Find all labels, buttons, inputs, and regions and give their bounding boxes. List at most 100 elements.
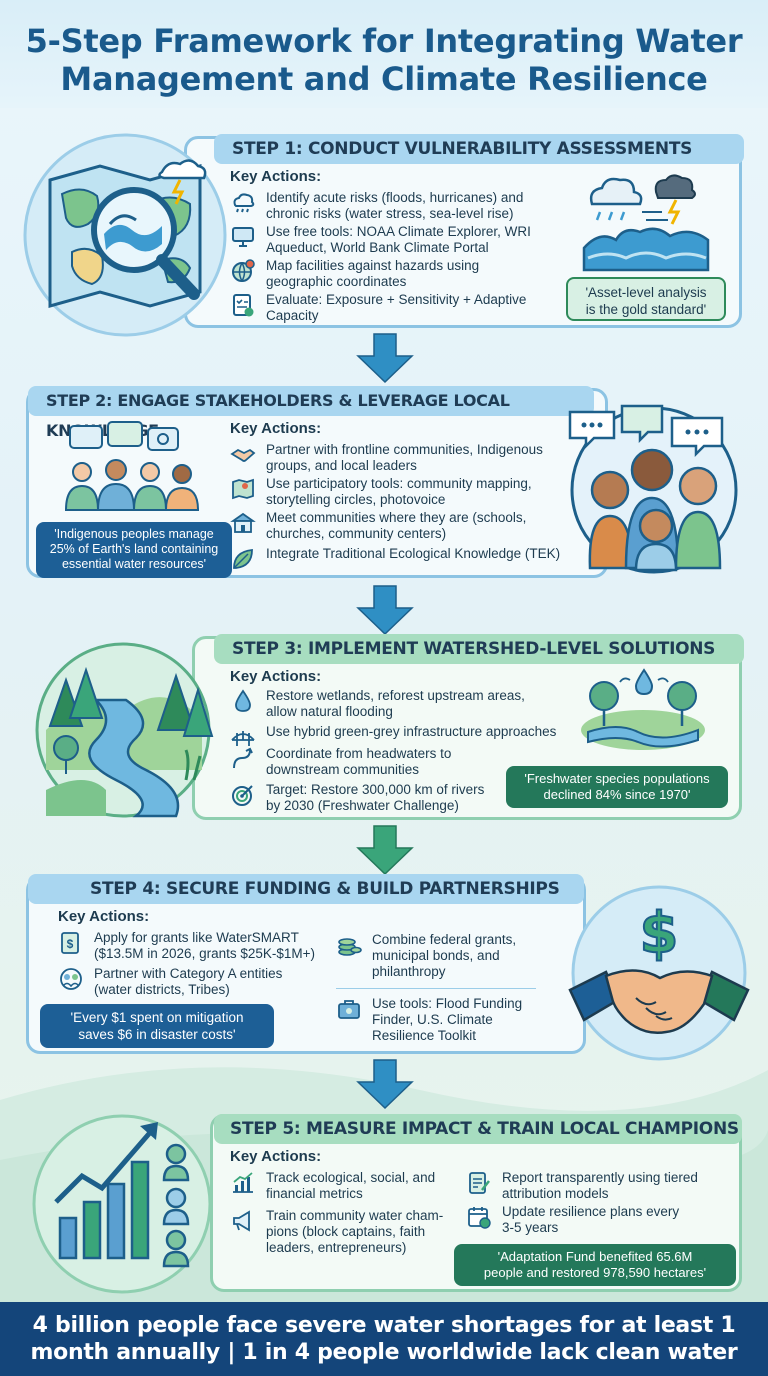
step-1-action-2: Use free tools: NOAA Climate Explorer, W…	[230, 224, 550, 256]
step-5-action-3-line-2: attribution models	[502, 1186, 609, 1201]
step-4-action-1-line-2: ($13.5M in 2026, grants $25K-$1M+)	[94, 946, 316, 961]
step-2-action-4-line-1: Integrate Traditional Ecological Knowled…	[266, 546, 561, 561]
footer-banner: 4 billion people face severe water short…	[0, 1302, 768, 1376]
step-3-action-1-line-1: Restore wetlands, reforest upstream area…	[266, 688, 525, 703]
globe-pin-icon	[230, 258, 258, 286]
map-icon	[230, 476, 258, 504]
step-3-action-2-line-1: Use hybrid green-grey infrastructure app…	[266, 724, 557, 739]
step-2-action-2-line-2: storytelling circles, photovoice	[266, 492, 446, 507]
step-5-action-1-line-2: financial metrics	[266, 1186, 363, 1201]
river-trees-illustration	[578, 666, 708, 752]
step-3-action-4-line-1: Target: Restore 300,000 km of rivers	[266, 782, 485, 797]
step-3-key-actions-label: Key Actions:	[230, 668, 322, 685]
step-2-action-2-line-1: Use participatory tools: community mappi…	[266, 476, 532, 491]
step-2-key-actions-label: Key Actions:	[230, 420, 322, 437]
step-2-heading: STEP 2: ENGAGE STAKEHOLDERS & LEVERAGE L…	[28, 386, 594, 440]
step-3-action-1-line-2: allow natural flooding	[266, 704, 393, 719]
bridge-icon	[230, 724, 258, 752]
step-1-action-4-line-1: Evaluate: Exposure + Sensitivity + Adapt…	[266, 292, 527, 307]
step-1-key-actions-label: Key Actions:	[230, 168, 322, 185]
step-4-action-4-line-3: Resilience Toolkit	[372, 1028, 477, 1043]
step-3-action-4: Target: Restore 300,000 km of rivers by …	[230, 782, 570, 814]
step-2-action-1: Partner with frontline communities, Indi…	[230, 442, 570, 474]
step-3-action-3: Coordinate from headwaters to downstream…	[230, 746, 570, 778]
step-2-action-3: Meet communities where they are (schools…	[230, 510, 570, 542]
step-5-action-3-line-1: Report transparently using tiered	[502, 1170, 698, 1185]
step-1-action-4: Evaluate: Exposure + Sensitivity + Adapt…	[230, 292, 550, 324]
step-1-action-2-line-1: Use free tools: NOAA Climate Explorer, W…	[266, 224, 531, 239]
step-2-action-1-line-1: Partner with frontline communities, Indi…	[266, 442, 543, 457]
step-4-action-2: Partner with Category A entities (water …	[58, 966, 338, 998]
down-arrow-3	[356, 825, 414, 876]
checklist-icon	[230, 292, 258, 320]
step-5-action-2-line-3: leaders, entrepreneurs)	[266, 1240, 407, 1255]
step-5-action-2-line-2: pions (block captains, faith	[266, 1224, 426, 1239]
step-2-action-2: Use participatory tools: community mappi…	[230, 476, 570, 508]
step-3-quote: 'Freshwater species populations declined…	[506, 766, 728, 808]
step-2-action-1-line-2: groups, and local leaders	[266, 458, 417, 473]
step-3-action-3-line-1: Coordinate from headwaters to	[266, 746, 452, 761]
step-3-quote-line-1: 'Freshwater species populations	[524, 771, 710, 786]
step-4-heading: STEP 4: SECURE FUNDING & BUILD PARTNERSH…	[28, 874, 584, 904]
growth-chart-people-illustration	[24, 1106, 220, 1296]
calendar-icon	[466, 1204, 494, 1232]
step-3-heading: STEP 3: IMPLEMENT WATERSHED-LEVEL SOLUTI…	[214, 634, 744, 664]
footer-line-2: month annually | 1 in 4 people worldwide…	[30, 1340, 738, 1365]
step-3-action-1: Restore wetlands, reforest upstream area…	[230, 688, 570, 720]
down-arrow-2	[356, 585, 414, 636]
bar-chart-icon	[230, 1170, 258, 1198]
step-1-action-2-line-2: Aqueduct, World Bank Climate Portal	[266, 240, 489, 255]
step-4-action-2-line-1: Partner with Category A entities	[94, 966, 283, 981]
stakeholders-illustration	[56, 420, 206, 516]
rain-cloud-icon	[230, 190, 258, 218]
water-drop-icon	[230, 688, 258, 716]
step-5-action-4: Update resilience plans every 3-5 years	[466, 1204, 728, 1236]
flow-arrow-icon	[230, 746, 258, 774]
coins-icon	[336, 932, 364, 960]
toolkit-icon	[336, 996, 364, 1024]
monitor-icon	[230, 224, 258, 252]
grant-document-icon: $	[58, 930, 86, 958]
step-4-action-1: $ Apply for grants like WaterSMART ($13.…	[58, 930, 338, 962]
step-2-action-3-line-1: Meet communities where they are (schools…	[266, 510, 527, 525]
school-icon	[230, 510, 258, 538]
step-4-action-3: Combine federal grants, municipal bonds,…	[336, 932, 556, 980]
step-2-action-4: Integrate Traditional Ecological Knowled…	[230, 546, 590, 569]
step-2-quote-line-2: 25% of Earth's land containing	[49, 542, 219, 556]
step-5-action-3: Report transparently using tiered attrib…	[466, 1170, 728, 1202]
storm-waves-illustration	[580, 170, 712, 272]
step-1-quote-line-1: 'Asset-level analysis	[585, 285, 707, 300]
step-1-action-1-line-2: chronic risks (water stress, sea-level r…	[266, 206, 514, 221]
target-icon	[230, 782, 258, 810]
step-1-action-3-line-2: geographic coordinates	[266, 274, 407, 289]
down-arrow-4	[356, 1059, 414, 1110]
step-5-quote-line-2: people and restored 978,590 hectares'	[483, 1265, 707, 1280]
step-5-action-4-line-2: 3-5 years	[502, 1220, 559, 1235]
step-4-action-4-line-2: Finder, U.S. Climate	[372, 1012, 493, 1027]
step-4-action-4: Use tools: Flood Funding Finder, U.S. Cl…	[336, 996, 556, 1044]
step-5-action-2-line-1: Train community water cham-	[266, 1208, 444, 1223]
step-3-quote-line-2: declined 84% since 1970'	[543, 787, 691, 802]
step-5-heading: STEP 5: MEASURE IMPACT & TRAIN LOCAL CHA…	[214, 1114, 742, 1144]
community-people-illustration	[560, 398, 748, 576]
watershed-river-illustration	[26, 640, 220, 820]
step-4-action-2-line-2: (water districts, Tribes)	[94, 982, 230, 997]
step-4-key-actions-label: Key Actions:	[58, 908, 150, 925]
step-3-action-2: Use hybrid green-grey infrastructure app…	[230, 724, 590, 746]
step-2-quote-line-1: 'Indigenous peoples manage	[54, 527, 214, 541]
step-1-heading: STEP 1: CONDUCT VULNERABILITY ASSESSMENT…	[214, 134, 744, 164]
step-5-action-2: Train community water cham- pions (block…	[230, 1208, 470, 1256]
report-icon	[466, 1170, 494, 1198]
vulnerability-map-illustration	[22, 132, 228, 338]
step-4-divider	[336, 988, 536, 989]
step-4-action-3-line-3: philanthropy	[372, 964, 446, 979]
handshake-icon	[230, 442, 258, 470]
step-1-action-3: Map facilities against hazards using geo…	[230, 258, 550, 290]
footer-line-1: 4 billion people face severe water short…	[32, 1313, 736, 1338]
dollar-sign: $	[640, 901, 679, 966]
step-1-action-3-line-1: Map facilities against hazards using	[266, 258, 480, 273]
step-4-quote-line-2: saves $6 in disaster costs'	[78, 1027, 236, 1042]
megaphone-icon	[230, 1208, 258, 1236]
step-5-key-actions-label: Key Actions:	[230, 1148, 322, 1165]
page-title-line-2: Management and Climate Resilience	[60, 60, 708, 98]
